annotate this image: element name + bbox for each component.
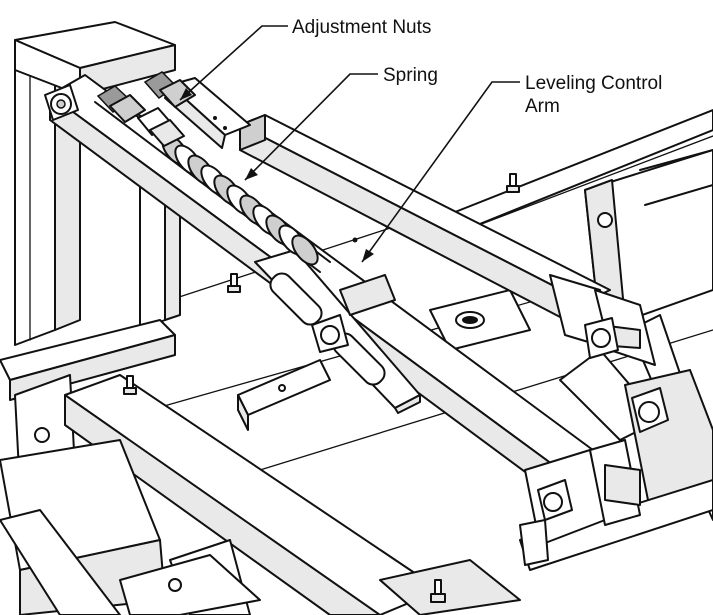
adjustment-nuts xyxy=(96,71,196,147)
adjustment-nuts-leader xyxy=(179,25,288,101)
coil-spring xyxy=(161,134,319,266)
bolt-bottom xyxy=(430,579,446,603)
bolt-upper-right xyxy=(506,173,520,193)
leveling-control-arm-leader xyxy=(361,81,520,263)
arm-end-clevis xyxy=(549,274,656,366)
center-mount-plate xyxy=(429,289,531,351)
bolt-center-left xyxy=(227,273,241,293)
left-front-frame xyxy=(0,319,521,615)
slotted-adjustment-plates xyxy=(254,249,421,414)
leveling-control-arm xyxy=(239,114,611,331)
callout-leaders xyxy=(179,25,520,263)
adjustment-nuts-label: Adjustment Nuts xyxy=(292,17,431,38)
angle-clip xyxy=(237,359,331,431)
leveling-control-arm-label-line2: Arm xyxy=(525,96,560,117)
callout-labels: Adjustment Nuts Spring Leveling Control … xyxy=(292,17,662,117)
frame-bolts xyxy=(123,173,520,603)
adjustment-slot-upper xyxy=(269,272,323,326)
bolt-left-front xyxy=(123,375,137,395)
leveling-control-arm-label-line1: Leveling Control xyxy=(525,73,662,94)
spring-label: Spring xyxy=(383,65,438,86)
spring-leader xyxy=(244,73,378,181)
spring-rod-assembly xyxy=(94,71,331,273)
link-bar-lower-clevis xyxy=(519,439,641,566)
